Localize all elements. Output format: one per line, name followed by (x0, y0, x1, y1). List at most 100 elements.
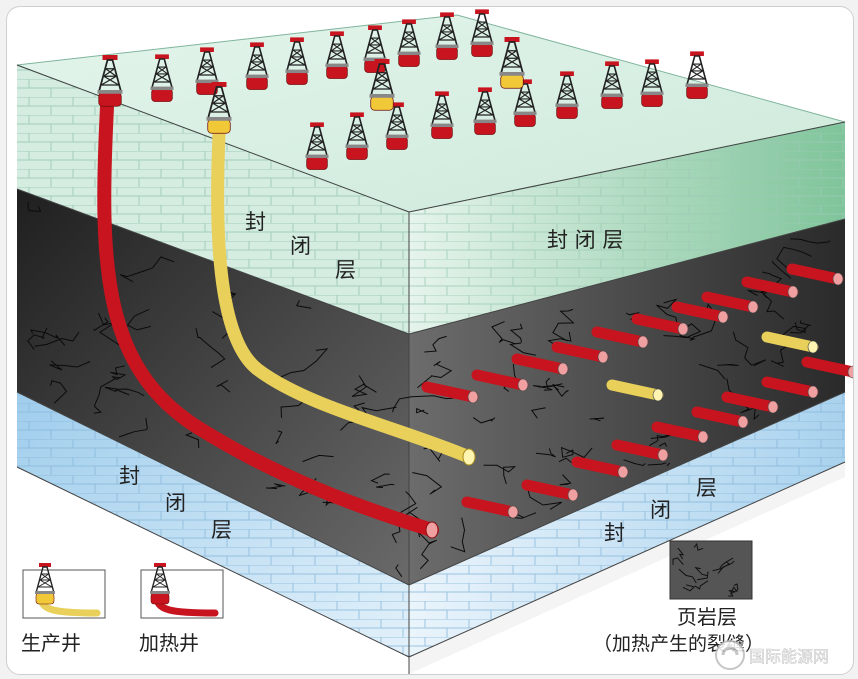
seal-label-left-bottom: 封 闭 层 (119, 464, 232, 542)
horizontal-well-stub (651, 421, 709, 444)
fracture-line (295, 300, 312, 309)
fracture-line (559, 474, 572, 486)
fracture-line (266, 483, 286, 490)
horizontal-well-stub (471, 369, 529, 392)
fracture-line (184, 432, 200, 449)
production-derrick-icon (206, 82, 232, 134)
fracture-line (503, 363, 516, 392)
legend-production-label: 生产井 (21, 631, 81, 655)
fracture-line (412, 472, 443, 495)
fracture-line (50, 380, 68, 404)
fracture-line (679, 335, 696, 342)
energy-logo-icon (715, 640, 745, 670)
fracture-line (98, 312, 123, 348)
seal-char: 封 (245, 210, 266, 234)
fracture-line (93, 378, 116, 414)
horizontal-well-stub (521, 479, 579, 502)
fracture-line (698, 363, 726, 380)
fracture-line (509, 342, 537, 356)
production-derrick-icon (35, 563, 55, 605)
legend-fracture-line (682, 584, 696, 592)
fracture-line (404, 506, 424, 523)
legend-fracture-line (729, 583, 739, 595)
fracture-line (392, 395, 459, 413)
fracture-line (530, 407, 546, 419)
legend-fracture-line (694, 566, 708, 577)
fracture-line (772, 260, 792, 279)
seal-layer-white-base (409, 462, 845, 674)
production-well-main-pipe (211, 128, 476, 464)
fracture-line (561, 446, 593, 459)
seal-char: 闭 (165, 491, 186, 515)
derricks (97, 9, 709, 170)
horizontal-well-stub (671, 301, 729, 324)
horizontal-well-stub (606, 379, 664, 402)
fracture-line (351, 375, 377, 397)
horizontal-well-stub (786, 263, 844, 286)
production-well-pipe-end (462, 448, 476, 466)
legend-fracture-line (693, 542, 704, 551)
fracture-line (370, 473, 390, 484)
fracture-line (93, 317, 109, 332)
fracture-line (694, 303, 718, 338)
seal-char: 闭 (650, 498, 671, 522)
fracture-line (623, 459, 646, 467)
horizontal-well-stub (801, 356, 853, 379)
fracture-line (659, 442, 668, 447)
horizontal-well-stub (611, 439, 669, 462)
heating-derrick-icon (150, 563, 170, 605)
fracture-line (340, 406, 397, 431)
heating-derrick-icon (435, 12, 459, 60)
fracture-line (424, 335, 447, 353)
shale-oil-in-situ-heating-diagram: 封 闭 层 封 闭 层 封 闭 层 封 闭 层 生产井 加热井 页岩层 （加热 (16, 9, 853, 674)
legend-fracture-line (694, 580, 709, 590)
seal-char: 封 (119, 464, 140, 488)
seal-label-right-top: 封 闭 层 (547, 228, 623, 252)
fracture-line (416, 407, 429, 415)
legend-fracture-line (697, 571, 709, 581)
seal-char: 层 (211, 518, 232, 542)
production-derrick-icon (369, 59, 395, 111)
fracture-line (789, 320, 811, 334)
shale-layer-right (409, 219, 845, 585)
heating-derrick-icon (473, 87, 497, 135)
fracture-line (104, 386, 145, 397)
heating-well-main-pipe (97, 100, 439, 537)
fracture-line (717, 363, 739, 366)
heating-derrick-icon (345, 112, 369, 160)
fracture-line (790, 238, 831, 244)
fracture-line (732, 331, 767, 367)
legend-production-well: 生产井 (21, 563, 106, 655)
fracture-line (395, 564, 403, 578)
heating-derrick-icon (150, 54, 174, 102)
fracture-line (118, 417, 148, 438)
heating-derrick-icon (325, 31, 349, 79)
fracture-line (110, 365, 127, 380)
legend: 生产井 加热井 页岩层 （加热产生的裂缝） (21, 540, 764, 655)
heating-derrick-icon (470, 9, 494, 57)
fracture-line (552, 308, 575, 342)
horizontal-well-stub (551, 341, 609, 364)
heating-derrick-icon (600, 61, 624, 109)
fracture-line (195, 328, 226, 369)
fracture-line (126, 308, 151, 331)
heating-derrick-icon (97, 55, 123, 107)
fracture-line (49, 360, 91, 371)
fracture-line (27, 327, 48, 350)
horizontal-well-stub (421, 381, 479, 404)
legend-fracture-line (677, 547, 685, 560)
heating-derrick-icon (685, 51, 709, 99)
legend-fracture-line (717, 560, 735, 574)
horizontal-well-stub (591, 326, 649, 349)
seal-label-left-top: 封 闭 层 (245, 210, 356, 282)
fracture-line (509, 323, 523, 343)
legend-shale-title: 页岩层 (677, 605, 737, 629)
seal-label-right-bottom: 封 闭 层 (604, 476, 717, 545)
horizontal-well-stub (511, 353, 569, 376)
fracture-line (417, 530, 437, 570)
heating-derrick-icon (385, 102, 409, 150)
legend-fracture-line (672, 557, 684, 566)
heating-derrick-icon (397, 19, 421, 67)
watermark: 国际能源网 (715, 640, 829, 670)
fracture-line (533, 385, 559, 391)
